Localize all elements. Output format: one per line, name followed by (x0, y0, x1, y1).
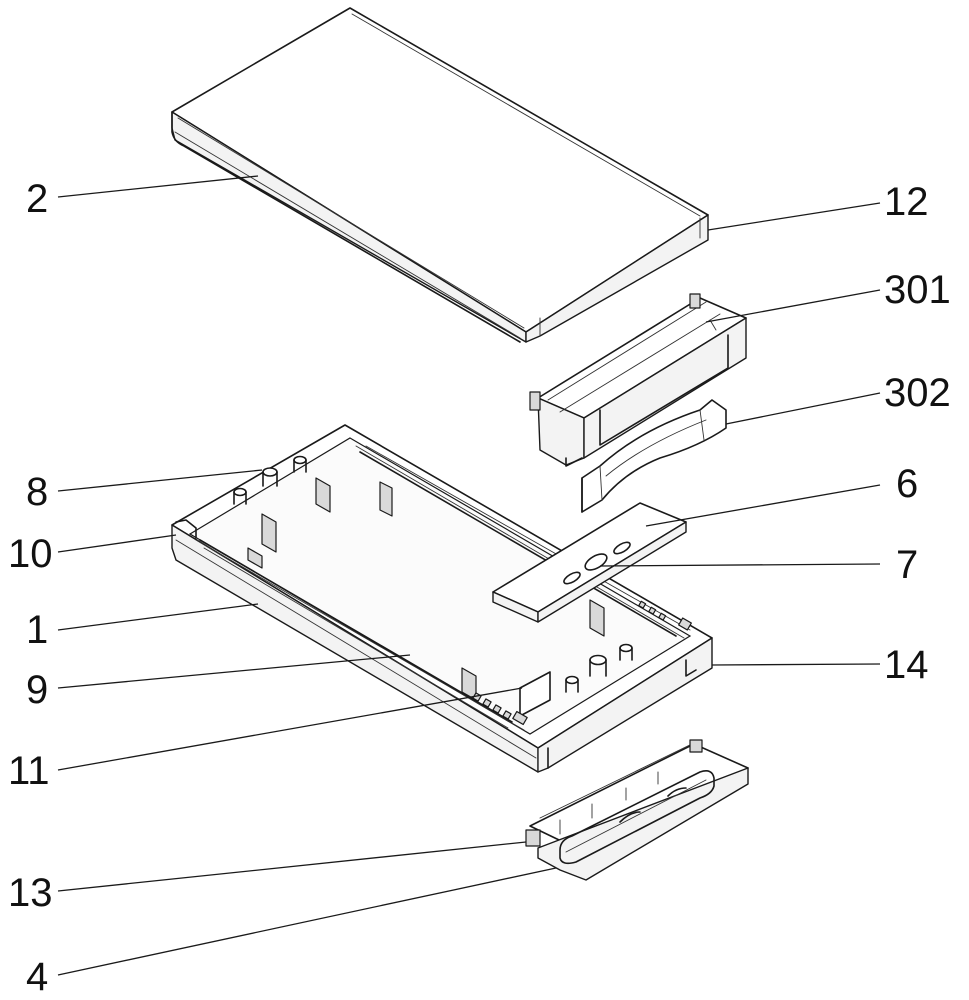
leader-lines (57, 175, 881, 976)
leader-12 (707, 202, 881, 231)
part-7-slots (563, 541, 631, 585)
label-1: 1 (26, 608, 48, 652)
label-14: 14 (884, 643, 929, 687)
pin-bosses (233, 455, 633, 693)
contact-strip (472, 692, 528, 726)
part-2-cover (171, 7, 709, 343)
label-9: 9 (26, 668, 48, 712)
leader-9 (57, 654, 411, 689)
label-10: 10 (8, 532, 53, 576)
leader-8 (57, 469, 263, 492)
label-13: 13 (8, 871, 53, 915)
leader-11 (57, 687, 523, 771)
leader-13 (57, 841, 527, 892)
part-4-tray (525, 739, 749, 881)
label-301: 301 (884, 268, 951, 312)
leader-301 (705, 289, 881, 323)
part-6-plate (492, 502, 687, 623)
label-2: 2 (26, 177, 48, 221)
part-302-curved-strip (581, 399, 727, 513)
part-301-bracket (529, 293, 747, 467)
leader-1 (57, 603, 259, 631)
leader-14 (711, 663, 881, 666)
leader-7 (599, 563, 881, 567)
label-7: 7 (896, 543, 918, 587)
label-302: 302 (884, 371, 951, 415)
leader-2 (57, 175, 259, 198)
label-8: 8 (26, 470, 48, 514)
contact-strip-rear (638, 600, 692, 631)
leader-4 (57, 867, 557, 976)
part-1-base-housing (171, 424, 713, 773)
leader-6 (645, 484, 881, 527)
part-labels: 2 12 301 302 8 6 10 7 1 14 9 11 13 4 (8, 177, 951, 999)
label-11: 11 (8, 749, 50, 793)
label-6: 6 (896, 462, 918, 506)
label-12: 12 (884, 180, 929, 224)
leader-302 (725, 392, 881, 425)
leader-10 (57, 534, 177, 553)
label-4: 4 (26, 955, 48, 999)
